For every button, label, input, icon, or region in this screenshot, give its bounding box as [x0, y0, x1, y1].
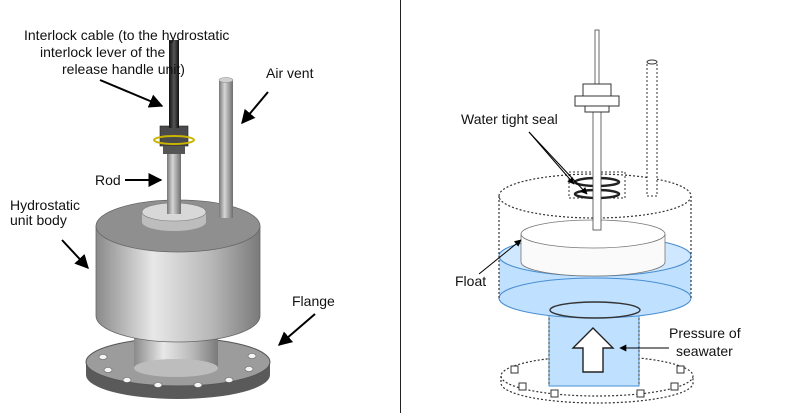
hydrostatic-body-label: Hydrostatic — [10, 197, 80, 213]
hydrostatic-unit-section-panel: Water tight seal Float Pressure of seawa… — [401, 0, 804, 413]
pressure-label: Pressure of — [669, 325, 741, 341]
rod — [167, 150, 181, 214]
float — [520, 219, 666, 277]
air-vent-pipe — [646, 59, 658, 197]
float-arrow — [478, 239, 522, 275]
interlock-cable-arrow — [99, 79, 164, 108]
hydrostatic-body-label-line2: unit body — [10, 212, 67, 228]
interlock-cable — [169, 40, 179, 128]
air-vent-arrow — [241, 91, 269, 125]
flange-label: Flange — [292, 293, 335, 309]
base-flange-bolts — [510, 365, 685, 398]
panel-divider — [400, 0, 401, 413]
seal-nut — [153, 125, 195, 154]
air-vent-pipe — [218, 77, 234, 218]
seal-arrow-lower — [528, 131, 588, 195]
pressure-label-line2: seawater — [676, 343, 733, 359]
hydrostatic-unit-section-drawing: Water tight seal Float Pressure of seawa… — [455, 29, 741, 404]
float-label: Float — [455, 273, 486, 289]
flange-bolt-holes — [98, 353, 257, 388]
interlock-cable-label-line2: interlock lever of the — [40, 44, 165, 60]
rod — [592, 29, 602, 231]
hydrostatic-unit-3d-drawing: Interlock cable (to the hydrostatic inte… — [10, 27, 335, 399]
pressure-arrow-icon — [571, 327, 615, 373]
interlock-cable-label-line3: release handle unit) — [62, 61, 185, 77]
hydrostatic-unit-3d-panel: Interlock cable (to the hydrostatic inte… — [0, 0, 400, 413]
rod-label: Rod — [95, 172, 121, 188]
flange-arrow — [277, 313, 316, 346]
interlock-cable-label: Interlock cable (to the hydrostatic — [24, 27, 229, 43]
hydrostatic-unit-body — [95, 199, 261, 343]
hydrostatic-body-arrow — [61, 239, 89, 270]
air-vent-label: Air vent — [266, 65, 314, 81]
water-tight-seal-label: Water tight seal — [461, 111, 558, 127]
top-nut — [574, 83, 620, 113]
